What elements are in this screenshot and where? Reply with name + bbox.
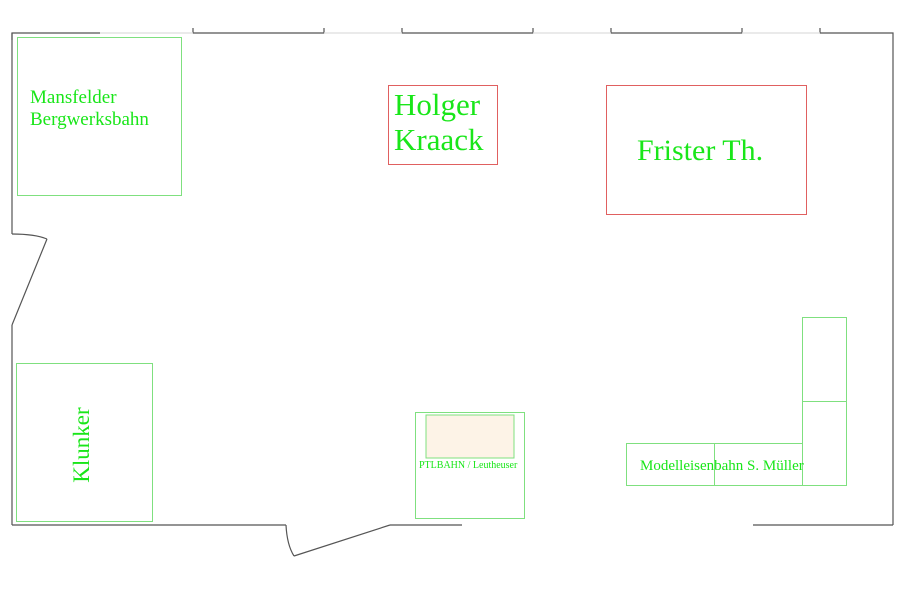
stand-kraack-label-line1: Holger (394, 87, 481, 122)
stand-frister (606, 85, 807, 215)
wall-top-right (819, 28, 894, 525)
stand-mansfelder-label-line1: Mansfelder (30, 87, 117, 108)
stand-mansfelder-bergwerksbahn (17, 37, 182, 196)
door-left-leaf (11, 238, 48, 326)
door-bottom-leaf (293, 524, 391, 557)
stand-mueller-label: Modelleisenbahn S. Müller (640, 458, 804, 474)
wall-top-seg-4 (610, 28, 743, 34)
stand-ptlbahn-label: PTLBAHN / Leutheuser (419, 460, 518, 471)
stand-kraack-label: Holger Kraack (394, 87, 484, 157)
stand-mansfelder-label: Mansfelder Bergwerksbahn (30, 87, 149, 131)
door-left-swing (11, 233, 48, 240)
stand-holger-kraack (388, 85, 498, 165)
stand-frister-label: Frister Th. (637, 134, 764, 167)
wall-top-seg-3 (401, 28, 534, 34)
ptlbahn-table (425, 414, 515, 459)
stand-klunker-label: Klunker (68, 407, 94, 483)
door-bottom-swing (285, 524, 295, 557)
stand-kraack-label-line2: Kraack (394, 121, 484, 157)
walls (11, 28, 894, 557)
stand-ptlbahn (415, 412, 525, 519)
wall-top-seg-2 (192, 28, 325, 34)
stand-mansfelder-label-line2: Bergwerksbahn (30, 108, 149, 130)
stand-klunker (16, 363, 153, 522)
stand-mueller-segment-3 (802, 401, 847, 486)
stand-mueller-segment-4 (802, 317, 847, 402)
